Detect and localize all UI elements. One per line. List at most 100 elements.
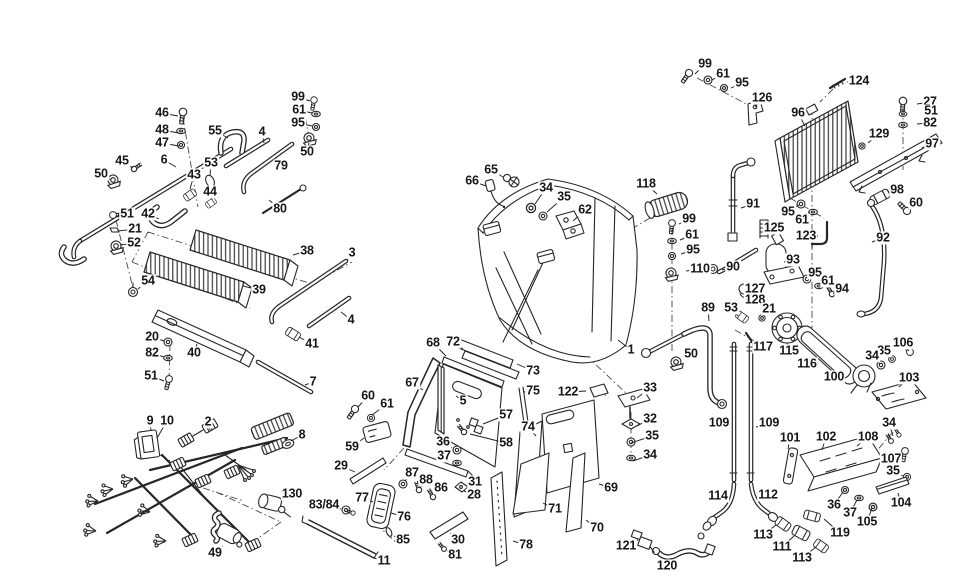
part-label-45: 45 xyxy=(114,153,130,168)
part-label-117: 117 xyxy=(752,339,774,354)
part-label-61: 61 xyxy=(820,273,836,288)
part-label-92: 92 xyxy=(875,230,891,245)
part-label-11: 11 xyxy=(376,553,392,568)
part-label-57: 57 xyxy=(498,407,514,422)
part-label-67: 67 xyxy=(404,375,420,390)
part-label-88: 88 xyxy=(418,472,434,487)
part-label-37: 37 xyxy=(436,448,452,463)
part-label-53: 53 xyxy=(723,300,739,315)
part-label-30: 30 xyxy=(450,532,466,547)
part-label-28: 28 xyxy=(466,487,482,502)
part-label-99: 99 xyxy=(681,211,697,226)
part-label-95: 95 xyxy=(734,75,750,90)
part-label-2: 2 xyxy=(203,414,213,429)
part-label-73: 73 xyxy=(525,363,541,378)
part-label-128: 128 xyxy=(743,292,767,307)
part-label-98: 98 xyxy=(889,182,905,197)
heater-cores xyxy=(143,229,352,395)
part-label-95: 95 xyxy=(685,242,701,257)
part-label-52: 52 xyxy=(126,235,142,250)
part-label-93: 93 xyxy=(785,252,801,267)
part-label-89: 89 xyxy=(700,300,716,315)
part-label-41: 41 xyxy=(304,336,320,351)
part-label-35: 35 xyxy=(644,428,660,443)
part-label-34: 34 xyxy=(881,415,897,430)
part-label-129: 129 xyxy=(867,126,891,141)
part-label-82: 82 xyxy=(144,345,160,360)
part-label-21: 21 xyxy=(761,301,777,316)
part-label-5: 5 xyxy=(458,393,468,408)
part-label-127: 127 xyxy=(743,281,767,296)
part-label-48: 48 xyxy=(154,122,170,137)
part-label-34: 34 xyxy=(642,447,658,462)
part-label-94: 94 xyxy=(834,281,850,296)
part-label-32: 32 xyxy=(642,411,658,426)
part-label-115: 115 xyxy=(778,343,800,358)
part-label-91: 91 xyxy=(745,196,761,211)
part-label-36: 36 xyxy=(826,497,842,512)
part-label-35: 35 xyxy=(556,189,572,204)
part-label-42: 42 xyxy=(140,206,156,221)
part-label-81: 81 xyxy=(447,547,463,562)
part-label-87: 87 xyxy=(404,465,420,480)
part-label-103: 103 xyxy=(897,370,921,385)
part-label-66: 66 xyxy=(464,173,480,188)
part-label-109: 109 xyxy=(757,415,781,430)
part-label-47: 47 xyxy=(154,135,170,150)
part-label-102: 102 xyxy=(814,429,838,444)
part-label-101: 101 xyxy=(778,430,802,445)
part-label-34: 34 xyxy=(538,180,554,195)
part-label-49: 49 xyxy=(207,545,223,560)
part-label-110: 110 xyxy=(689,261,711,276)
part-label-109: 109 xyxy=(707,415,731,430)
part-label-53: 53 xyxy=(203,155,219,170)
part-label-54: 54 xyxy=(140,273,156,288)
part-label-60: 60 xyxy=(360,388,376,403)
part-label-61: 61 xyxy=(794,212,810,227)
part-label-106: 106 xyxy=(891,335,915,350)
part-label-44: 44 xyxy=(202,184,218,199)
part-label-86: 86 xyxy=(433,480,449,495)
part-label-61: 61 xyxy=(715,66,731,81)
part-label-69: 69 xyxy=(603,480,619,495)
part-label-100: 100 xyxy=(822,369,846,384)
part-label-82: 82 xyxy=(922,115,938,130)
part-label-51: 51 xyxy=(143,368,159,383)
part-label-105: 105 xyxy=(855,514,879,529)
part-label-36: 36 xyxy=(435,434,451,449)
part-label-50: 50 xyxy=(299,144,315,159)
part-label-68: 68 xyxy=(425,335,441,350)
part-label-107: 107 xyxy=(879,451,903,466)
part-label-46: 46 xyxy=(154,105,170,120)
part-label-21: 21 xyxy=(127,221,143,236)
part-label-113: 113 xyxy=(752,527,774,542)
part-label-58: 58 xyxy=(498,435,514,450)
part-label-97: 97 xyxy=(924,136,940,151)
part-label-3: 3 xyxy=(347,245,357,260)
part-label-95: 95 xyxy=(780,204,796,219)
part-label-34: 34 xyxy=(864,348,880,363)
part-label-75: 75 xyxy=(525,383,541,398)
part-label-40: 40 xyxy=(186,345,202,360)
part-label-120: 120 xyxy=(655,558,679,573)
part-label-96: 96 xyxy=(790,105,806,120)
drive-and-hoses xyxy=(630,309,927,560)
part-label-50: 50 xyxy=(93,166,109,181)
part-label-6: 6 xyxy=(159,152,169,167)
part-label-80: 80 xyxy=(272,201,288,216)
part-label-29: 29 xyxy=(333,458,349,473)
part-label-113: 113 xyxy=(791,550,813,565)
part-label-37: 37 xyxy=(842,505,858,520)
part-label-8: 8 xyxy=(297,427,307,442)
part-label-4: 4 xyxy=(257,124,267,139)
part-label-78: 78 xyxy=(518,537,534,552)
part-label-116: 116 xyxy=(796,356,818,371)
part-label-70: 70 xyxy=(589,520,605,535)
part-label-122: 122 xyxy=(556,384,580,399)
part-label-55: 55 xyxy=(207,123,223,138)
part-label-125: 125 xyxy=(762,220,786,235)
part-label-118: 118 xyxy=(635,176,657,191)
part-label-7: 7 xyxy=(308,374,318,389)
part-label-39: 39 xyxy=(251,282,267,297)
